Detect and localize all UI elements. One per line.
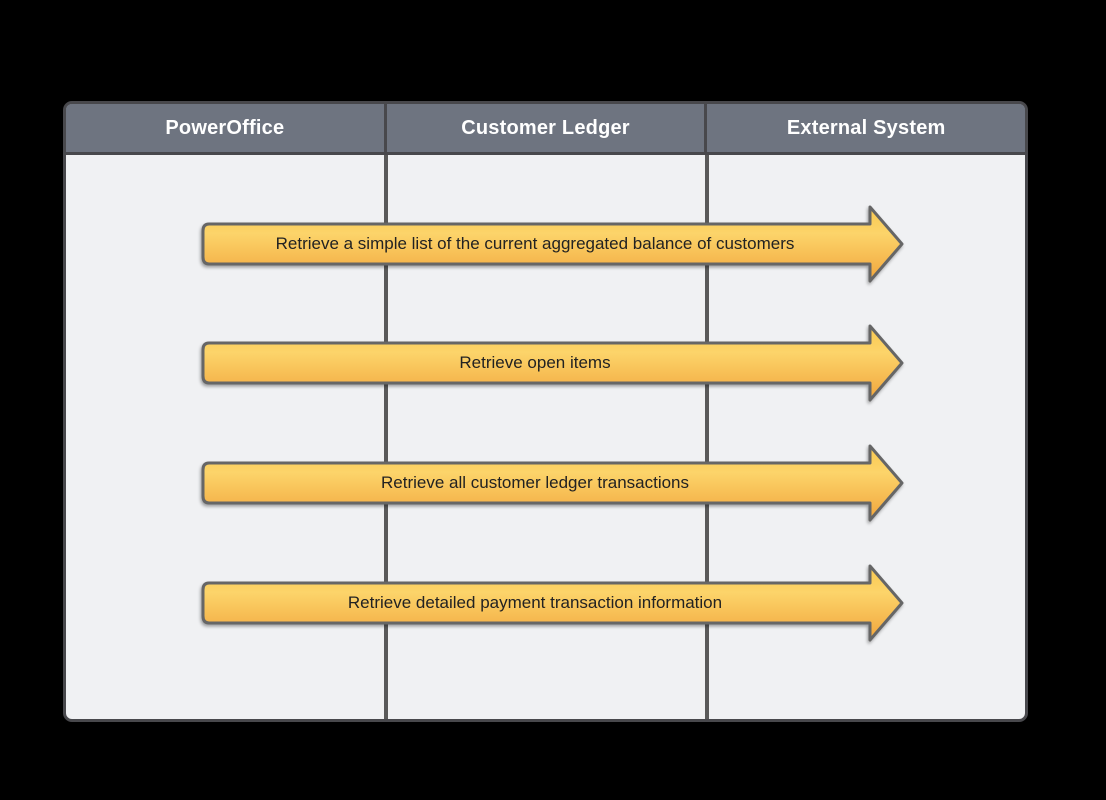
lane-header-customer-ledger: Customer Ledger xyxy=(386,104,705,152)
message-arrow: Retrieve detailed payment transaction in… xyxy=(200,563,905,643)
right-arrow-shape xyxy=(201,564,904,642)
arrow-label: Retrieve all customer ledger transaction… xyxy=(380,473,690,492)
lane-header-poweroffice: PowerOffice xyxy=(66,104,384,152)
lane-separator xyxy=(705,155,709,719)
message-arrow: Retrieve a simple list of the current ag… xyxy=(200,204,905,284)
arrow-label: Retrieve open items xyxy=(459,353,611,372)
arrow-label: Retrieve detailed payment transaction in… xyxy=(347,593,723,612)
swimlane-diagram: PowerOffice Customer Ledger External Sys… xyxy=(63,101,1028,722)
lane-header-row: PowerOffice Customer Ledger External Sys… xyxy=(66,104,1025,155)
arrow-label: Retrieve a simple list of the current ag… xyxy=(275,234,795,253)
lane-title: Customer Ledger xyxy=(461,116,630,139)
right-arrow-shape xyxy=(201,444,904,522)
right-arrow-shape xyxy=(201,205,904,283)
message-arrow: Retrieve open items xyxy=(200,323,905,403)
lane-header-external-system: External System xyxy=(707,104,1025,152)
message-arrow: Retrieve all customer ledger transaction… xyxy=(200,443,905,523)
lane-title: External System xyxy=(786,116,946,139)
lane-body: Retrieve a simple list of the current ag… xyxy=(66,155,1025,719)
lane-separator xyxy=(384,155,388,719)
lane-title: PowerOffice xyxy=(165,116,285,139)
right-arrow-shape xyxy=(201,324,904,402)
